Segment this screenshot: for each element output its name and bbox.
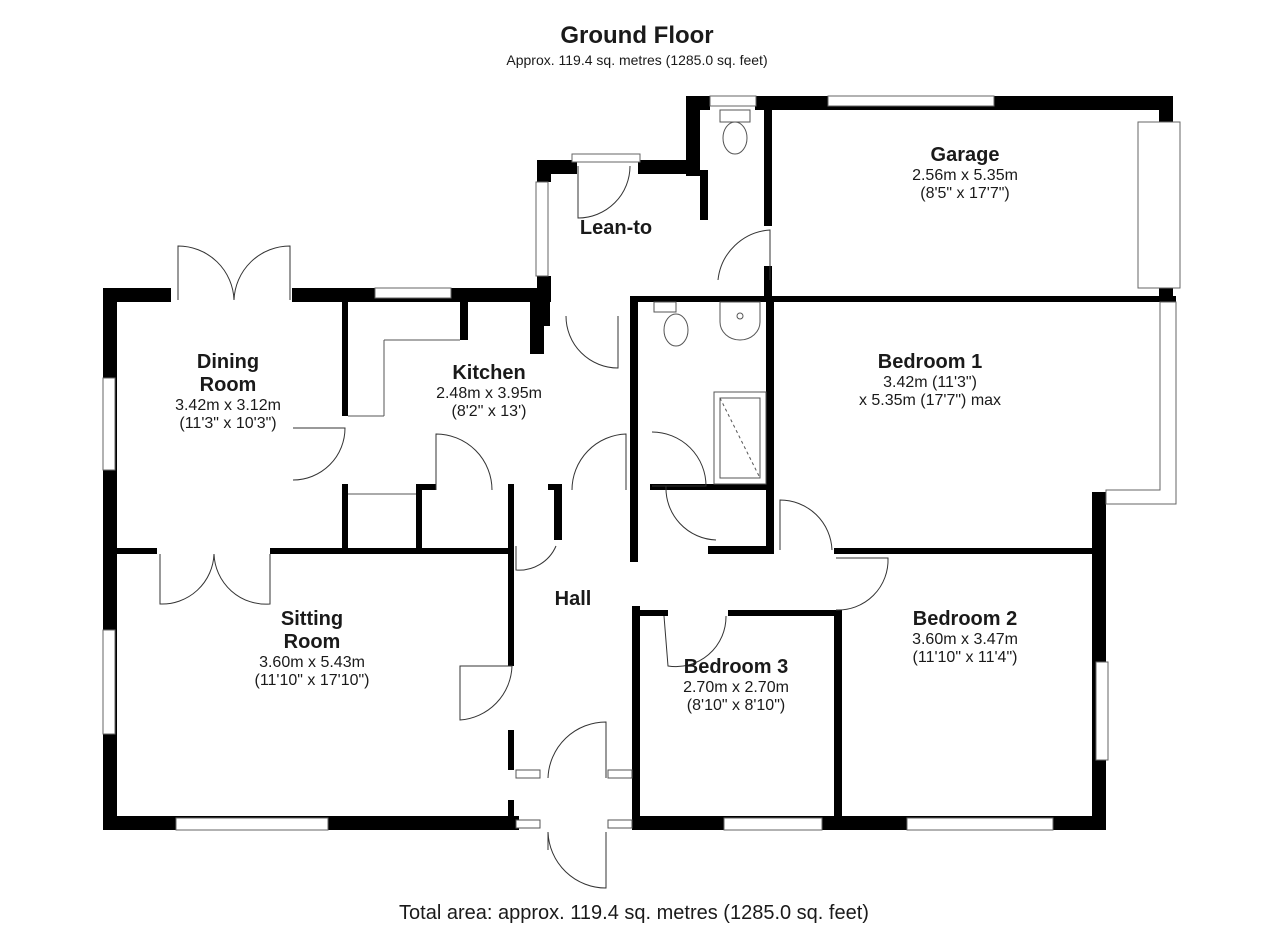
room-label-sitting-room: Sitting Room 3.60m x 5.43m (11'10" x 17'… [254,608,369,690]
room-name-line-2: Room [199,374,257,396]
room-dimensions-imperial: (8'2" x 13') [451,403,527,420]
room-dimensions-metric: 3.42m (11'3") [883,374,977,391]
room-name-line-1: Dining [196,351,260,373]
interior-walls [117,110,1176,830]
room-dimensions-metric: 3.42m x 3.12m [175,397,281,414]
room-dimensions-metric: 3.60m x 3.47m [912,631,1018,648]
windows [102,95,1181,831]
room-dimensions-imperial: (11'3" x 10'3") [179,415,277,432]
room-label-kitchen: Kitchen 2.48m x 3.95m (8'2" x 13') [436,362,542,421]
room-label-bedroom-3: Bedroom 3 2.70m x 2.70m (8'10" x 8'10") [683,656,789,715]
room-name-line-1: Sitting [280,608,344,630]
room-dimensions-metric: 3.60m x 5.43m [259,654,365,671]
door-swings [159,165,889,889]
room-dimensions-imperial: (11'10" x 11'4") [912,649,1018,666]
fixtures [348,109,767,829]
room-name-line-2: Room [283,631,341,653]
room-label-bedroom-1: Bedroom 1 3.42m (11'3") x 5.35m (17'7") … [859,351,1001,410]
room-name: Bedroom 2 [912,608,1018,630]
room-dimensions-metric: 2.70m x 2.70m [683,679,789,696]
room-label-dining-room: Dining Room 3.42m x 3.12m (11'3" x 10'3"… [175,351,281,433]
room-label-bedroom-2: Bedroom 2 3.60m x 3.47m (11'10" x 11'4") [912,608,1018,667]
room-name: Bedroom 1 [877,351,983,373]
page-subtitle: Approx. 119.4 sq. metres (1285.0 sq. fee… [506,52,768,68]
room-dimensions-metric: 2.56m x 5.35m [912,167,1018,184]
room-name: Lean-to [579,217,653,239]
room-name: Kitchen [452,362,526,384]
room-name: Bedroom 3 [683,656,789,678]
room-dimensions-imperial: (8'10" x 8'10") [686,697,786,714]
room-label-lean-to: Lean-to [580,217,652,240]
room-label-garage: Garage 2.56m x 5.35m (8'5" x 17'7") [912,144,1018,203]
room-dimensions-imperial: (11'10" x 17'10") [254,672,370,689]
page-title: Ground Floor [560,22,714,49]
total-area: Total area: approx. 119.4 sq. metres (12… [399,902,869,924]
room-name: Hall [554,588,592,610]
room-label-hall: Hall [555,588,592,611]
room-dimensions-metric: 2.48m x 3.95m [436,385,542,402]
room-name: Garage [930,144,1000,166]
room-dimensions-imperial: (8'5" x 17'7") [920,185,1010,202]
room-dimensions-imperial: x 5.35m (17'7") max [858,392,1002,409]
